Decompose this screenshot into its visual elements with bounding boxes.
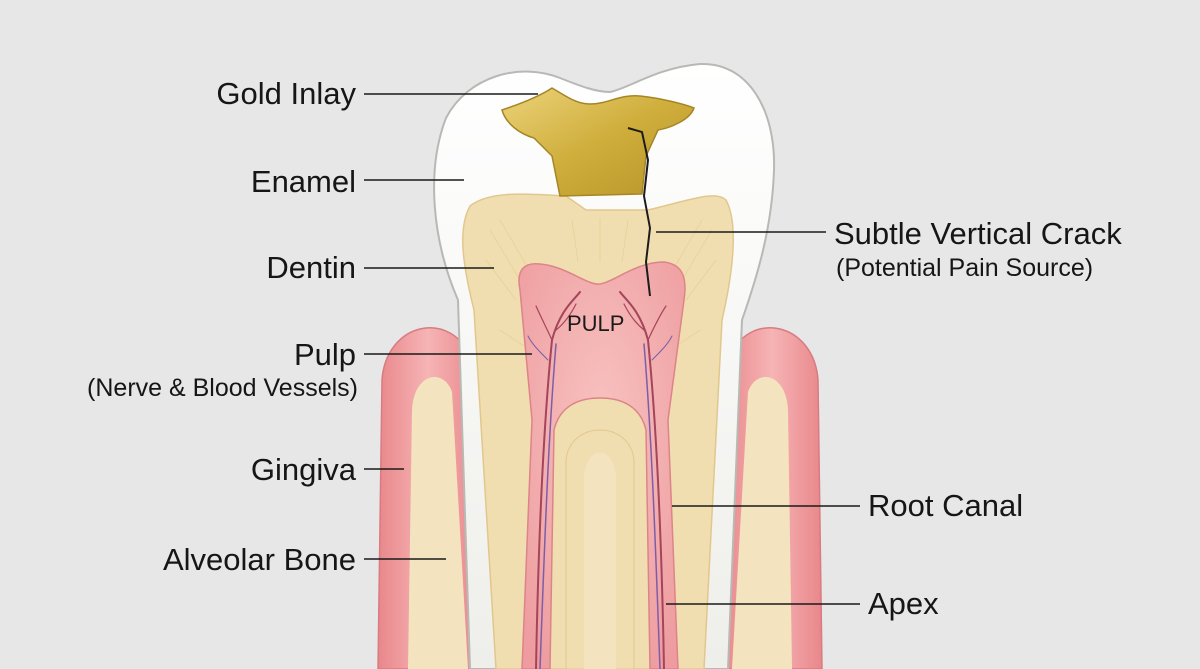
nerves-and-vessels [527, 291, 673, 669]
label-pulp-sub: (Nerve & Blood Vessels) [87, 374, 358, 402]
vertical-crack [627, 127, 652, 297]
left-alveolar-bone [408, 377, 468, 669]
label-dentin: Dentin [266, 250, 356, 285]
label-gold-inlay: Gold Inlay [216, 76, 356, 111]
pulp-chamber [518, 261, 686, 669]
pulp-center-label: PULP [567, 311, 625, 336]
label-crack: Subtle Vertical Crack [834, 216, 1122, 251]
label-pulp: Pulp [293, 337, 356, 372]
label-enamel: Enamel [250, 164, 356, 199]
label-crack-sub: (Potential Pain Source) [836, 254, 1094, 282]
right-alveolar-bone [732, 377, 792, 669]
gold-inlay [501, 87, 695, 197]
leader-lines [364, 93, 860, 605]
label-gingiva: Gingiva [250, 452, 356, 487]
label-root-canal: Root Canal [868, 488, 1024, 523]
label-apex: Apex [868, 586, 939, 621]
label-alveolar-bone: Alveolar Bone [162, 542, 356, 577]
inter-canal-bone [584, 452, 616, 669]
